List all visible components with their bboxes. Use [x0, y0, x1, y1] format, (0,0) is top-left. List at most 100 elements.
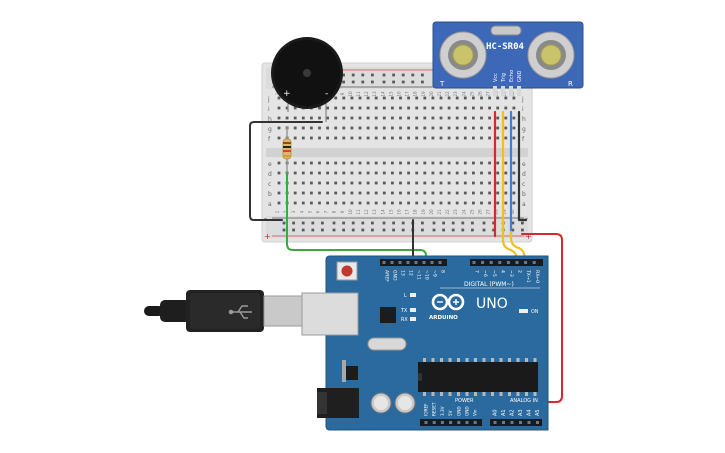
breadboard-hole[interactable]	[293, 116, 297, 120]
breadboard-hole[interactable]	[310, 161, 313, 165]
breadboard-hole[interactable]	[512, 116, 516, 120]
breadboard-hole[interactable]	[310, 201, 313, 205]
breadboard-hole[interactable]	[277, 201, 281, 205]
rail-hole[interactable]	[342, 228, 345, 232]
breadboard-hole[interactable]	[431, 191, 435, 195]
breadboard-hole[interactable]	[423, 181, 427, 185]
digital-pin[interactable]	[524, 261, 528, 264]
rail-hole[interactable]	[301, 228, 305, 232]
rail-hole[interactable]	[301, 221, 305, 225]
rail-hole[interactable]	[461, 221, 465, 225]
rail-hole[interactable]	[371, 221, 374, 225]
rail-hole[interactable]	[421, 221, 424, 225]
breadboard-hole[interactable]	[342, 126, 346, 130]
breadboard-hole[interactable]	[423, 191, 427, 195]
breadboard-hole[interactable]	[293, 201, 297, 205]
breadboard-hole[interactable]	[334, 191, 338, 195]
breadboard-hole[interactable]	[342, 171, 346, 175]
breadboard-hole[interactable]	[512, 181, 516, 185]
rail-hole[interactable]	[471, 221, 474, 225]
rail-hole[interactable]	[401, 228, 405, 232]
rail-hole[interactable]	[492, 221, 495, 225]
breadboard-hole[interactable]	[342, 96, 346, 100]
breadboard-hole[interactable]	[391, 181, 394, 185]
breadboard-hole[interactable]	[374, 181, 378, 185]
breadboard-hole[interactable]	[358, 181, 362, 185]
breadboard-hole[interactable]	[399, 161, 402, 165]
breadboard-hole[interactable]	[496, 126, 500, 130]
rail-hole[interactable]	[361, 221, 365, 225]
breadboard-hole[interactable]	[447, 201, 451, 205]
digital-pin[interactable]	[438, 261, 442, 264]
breadboard-hole[interactable]	[318, 126, 321, 130]
breadboard-hole[interactable]	[423, 106, 427, 110]
breadboard-hole[interactable]	[374, 96, 378, 100]
breadboard-hole[interactable]	[504, 171, 508, 175]
breadboard-hole[interactable]	[399, 191, 402, 195]
breadboard-hole[interactable]	[358, 116, 362, 120]
breadboard-hole[interactable]	[326, 191, 329, 195]
breadboard-hole[interactable]	[310, 191, 313, 195]
breadboard-hole[interactable]	[447, 191, 451, 195]
breadboard-hole[interactable]	[318, 201, 321, 205]
digital-pin[interactable]	[481, 261, 485, 264]
breadboard-hole[interactable]	[382, 116, 386, 120]
breadboard-hole[interactable]	[382, 181, 386, 185]
breadboard-hole[interactable]	[512, 136, 516, 140]
breadboard-hole[interactable]	[488, 171, 491, 175]
breadboard-hole[interactable]	[431, 201, 435, 205]
breadboard-hole[interactable]	[463, 161, 467, 165]
rail-hole[interactable]	[392, 80, 395, 84]
breadboard-hole[interactable]	[334, 116, 338, 120]
breadboard-hole[interactable]	[439, 171, 443, 175]
breadboard-hole[interactable]	[334, 106, 338, 110]
breadboard-hole[interactable]	[334, 161, 338, 165]
rail-hole[interactable]	[311, 228, 315, 232]
breadboard-hole[interactable]	[415, 136, 419, 140]
rail-hole[interactable]	[521, 221, 524, 225]
breadboard-hole[interactable]	[293, 171, 297, 175]
breadboard-hole[interactable]	[342, 161, 346, 165]
breadboard-hole[interactable]	[496, 171, 500, 175]
breadboard-hole[interactable]	[318, 191, 321, 195]
breadboard-hole[interactable]	[439, 126, 443, 130]
breadboard-hole[interactable]	[350, 96, 354, 100]
breadboard-hole[interactable]	[326, 106, 329, 110]
breadboard-hole[interactable]	[496, 181, 500, 185]
breadboard-hole[interactable]	[463, 126, 467, 130]
rail-hole[interactable]	[361, 228, 365, 232]
breadboard-hole[interactable]	[407, 126, 410, 130]
breadboard-hole[interactable]	[480, 136, 483, 140]
analog-pin[interactable]	[519, 421, 522, 424]
breadboard-hole[interactable]	[439, 191, 443, 195]
breadboard-hole[interactable]	[277, 171, 281, 175]
rail-hole[interactable]	[411, 73, 415, 77]
breadboard-hole[interactable]	[407, 191, 410, 195]
breadboard-hole[interactable]	[326, 126, 329, 130]
rail-hole[interactable]	[342, 73, 345, 77]
breadboard-hole[interactable]	[342, 191, 346, 195]
breadboard-hole[interactable]	[301, 201, 305, 205]
breadboard-hole[interactable]	[423, 171, 427, 175]
breadboard-hole[interactable]	[423, 126, 427, 130]
breadboard-hole[interactable]	[334, 181, 338, 185]
breadboard-hole[interactable]	[504, 126, 508, 130]
power-pin[interactable]	[424, 421, 428, 424]
breadboard-hole[interactable]	[374, 201, 378, 205]
breadboard-hole[interactable]	[455, 96, 459, 100]
breadboard-hole[interactable]	[366, 126, 370, 130]
breadboard-hole[interactable]	[358, 106, 362, 110]
breadboard-hole[interactable]	[407, 96, 410, 100]
breadboard-hole[interactable]	[293, 191, 297, 195]
breadboard-hole[interactable]	[366, 116, 370, 120]
rail-hole[interactable]	[482, 221, 486, 225]
breadboard-hole[interactable]	[463, 116, 467, 120]
breadboard-hole[interactable]	[472, 191, 475, 195]
breadboard-hole[interactable]	[277, 106, 281, 110]
breadboard-hole[interactable]	[415, 106, 419, 110]
breadboard-hole[interactable]	[472, 161, 475, 165]
breadboard-hole[interactable]	[326, 201, 329, 205]
breadboard-hole[interactable]	[382, 171, 386, 175]
digital-pin[interactable]	[414, 261, 418, 264]
